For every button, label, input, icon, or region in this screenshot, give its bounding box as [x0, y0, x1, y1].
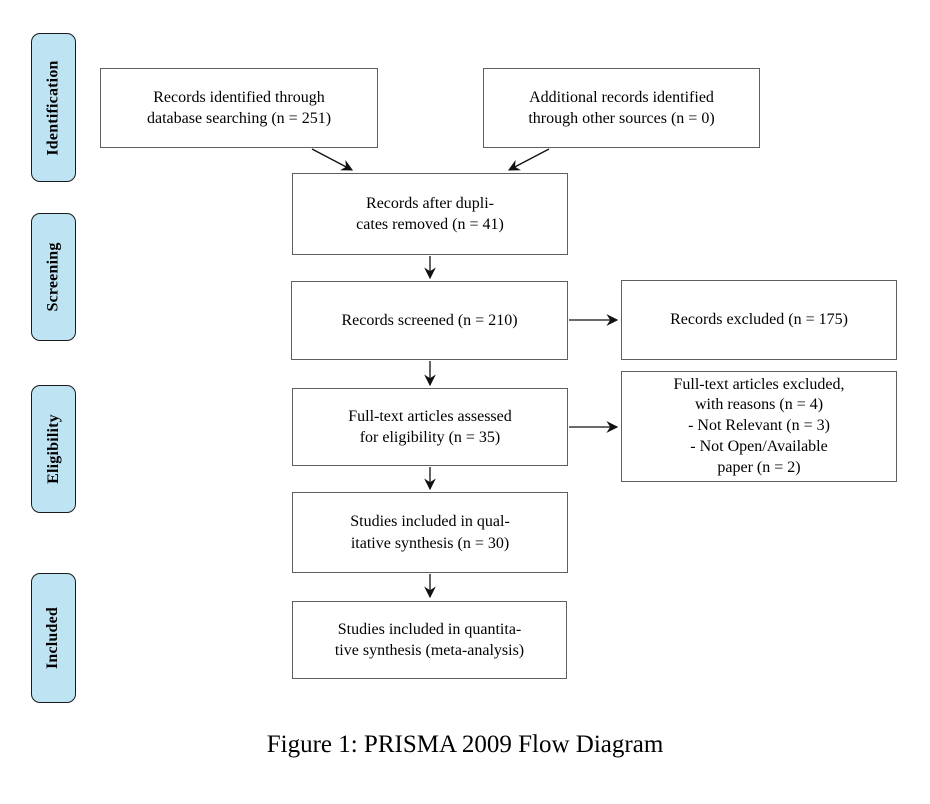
stage-identification: Identification: [31, 33, 76, 182]
node-records-screened: Records screened (n = 210): [291, 281, 568, 360]
stage-eligibility: Eligibility: [31, 385, 76, 513]
node-additional-records: Additional records identified through ot…: [483, 68, 760, 148]
node-records-excluded: Records excluded (n = 175): [621, 280, 897, 360]
arrow-identified-to-dedup: [311, 148, 354, 171]
arrow-additional-to-dedup: [507, 148, 550, 171]
stage-eligibility-label: Eligibility: [44, 414, 62, 484]
stage-included-label: Included: [44, 606, 62, 670]
stage-identification-label: Identification: [44, 59, 62, 156]
node-records-after-duplicates-removed: Records after dupli- cates removed (n = …: [292, 173, 568, 255]
stage-included: Included: [31, 573, 76, 703]
node-qualitative-synthesis: Studies included in qual- itative synthe…: [292, 492, 568, 573]
node-records-identified: Records identified through database sear…: [100, 68, 378, 148]
node-quantitative-synthesis: Studies included in quantita- tive synth…: [292, 601, 567, 679]
node-fulltext-assessed: Full-text articles assessed for eligibil…: [292, 388, 568, 466]
figure-caption: Figure 1: PRISMA 2009 Flow Diagram: [266, 731, 664, 758]
stage-screening: Screening: [31, 213, 76, 341]
node-fulltext-excluded: Full-text articles excluded, with reason…: [621, 371, 897, 482]
stage-screening-label: Screening: [44, 242, 62, 312]
